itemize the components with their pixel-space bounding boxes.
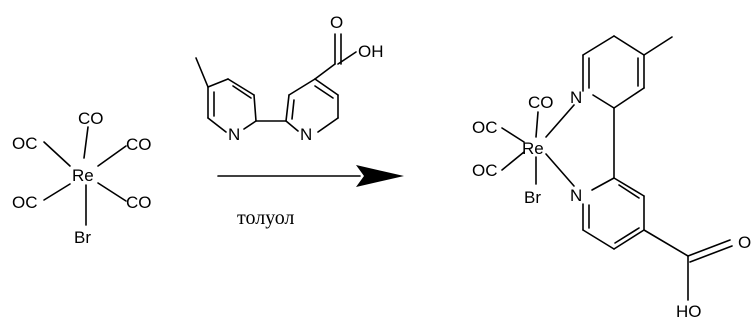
- bond-p-re-co: [535, 111, 539, 138]
- bond-ring1-nc: [207, 117, 227, 133]
- bond-p-ring1-c: [613, 35, 645, 56]
- label-p-o: O: [738, 233, 751, 252]
- bond-re-oc-lower: [43, 183, 71, 201]
- label-p-n-top: N: [570, 88, 582, 107]
- bond-ring2-nc: [285, 120, 299, 132]
- bond-ring1-b-inner: [232, 85, 252, 99]
- bond-p-acid-co-double: [689, 245, 733, 263]
- bond-re-co-top: [83, 126, 89, 159]
- bond-ring1-a: [207, 78, 229, 88]
- product-complex: CO N OC Re OC N Br O HO: [472, 35, 751, 320]
- bond-p-re-n-top: [545, 104, 575, 138]
- bond-p-ring1-e: [613, 87, 645, 109]
- bond-ring1-cn: [243, 120, 257, 130]
- bond-p-ring2-a-inner: [618, 184, 640, 199]
- bond-acid-oh: [337, 51, 357, 65]
- label-p-br: Br: [524, 188, 541, 207]
- label-oc-lower: OC: [12, 193, 38, 212]
- bond-p-ring2-c-inner: [614, 227, 640, 244]
- arrow-head: [356, 165, 404, 187]
- bond-ring2-b: [288, 78, 316, 96]
- label-p-co: CO: [528, 93, 554, 112]
- label-co-top: CO: [78, 109, 104, 128]
- bond-re-oc-upper: [43, 141, 71, 167]
- bond-methyl: [195, 57, 209, 88]
- label-ligand-oh: OH: [358, 42, 384, 61]
- bond-re-co-right-upper: [97, 145, 127, 167]
- label-p-n-bottom: N: [570, 186, 582, 205]
- reaction-arrow: толуол: [217, 165, 404, 229]
- bond-re-co-right-lower: [97, 182, 127, 202]
- bond-ring2-c: [314, 78, 339, 96]
- bond-p-ring2-nc: [591, 177, 615, 191]
- bond-ring2-a: [285, 94, 290, 122]
- bond-p-acid-co: [687, 239, 731, 257]
- bond-p-ring2-d: [582, 229, 615, 250]
- bond-ring1-b: [227, 78, 255, 96]
- bond-ring2-cn: [317, 117, 339, 133]
- label-p-oc-lower: OC: [472, 161, 498, 180]
- bond-p-re-oc-upper: [501, 127, 525, 143]
- bond-p-ring1-nc: [592, 94, 615, 109]
- bond-ring2-c-inner: [314, 85, 334, 99]
- bond-p-ring2-c: [613, 229, 645, 250]
- bond-acid-c: [314, 63, 336, 80]
- bond-p-ring1-b: [582, 35, 615, 56]
- label-ligand-n-right: N: [300, 125, 312, 144]
- bond-p-re-oc-lower: [501, 151, 525, 171]
- label-co-right-upper: CO: [126, 135, 152, 154]
- label-re: Re: [72, 166, 94, 185]
- label-oc-upper: OC: [12, 134, 38, 153]
- label-p-ho: HO: [676, 302, 702, 320]
- ligand: O OH N N: [195, 13, 384, 144]
- bond-p-re-n-bottom: [545, 153, 575, 187]
- label-br: Br: [74, 228, 91, 247]
- bond-ring2-a-inner: [291, 99, 295, 120]
- bond-ring1-c: [253, 94, 257, 122]
- label-p-re: Re: [522, 139, 544, 158]
- bond-p-methyl: [643, 36, 673, 56]
- label-ligand-n-left: N: [228, 125, 240, 144]
- label-co-right-lower: CO: [126, 193, 152, 212]
- reactant-complex: CO OC CO Re OC CO Br: [12, 109, 152, 247]
- label-p-oc-upper: OC: [472, 118, 498, 137]
- bond-p-ring2-a: [613, 177, 645, 197]
- label-ligand-o: O: [330, 13, 343, 32]
- bond-p-acid-c: [643, 229, 689, 257]
- arrow-condition: толуол: [237, 207, 294, 229]
